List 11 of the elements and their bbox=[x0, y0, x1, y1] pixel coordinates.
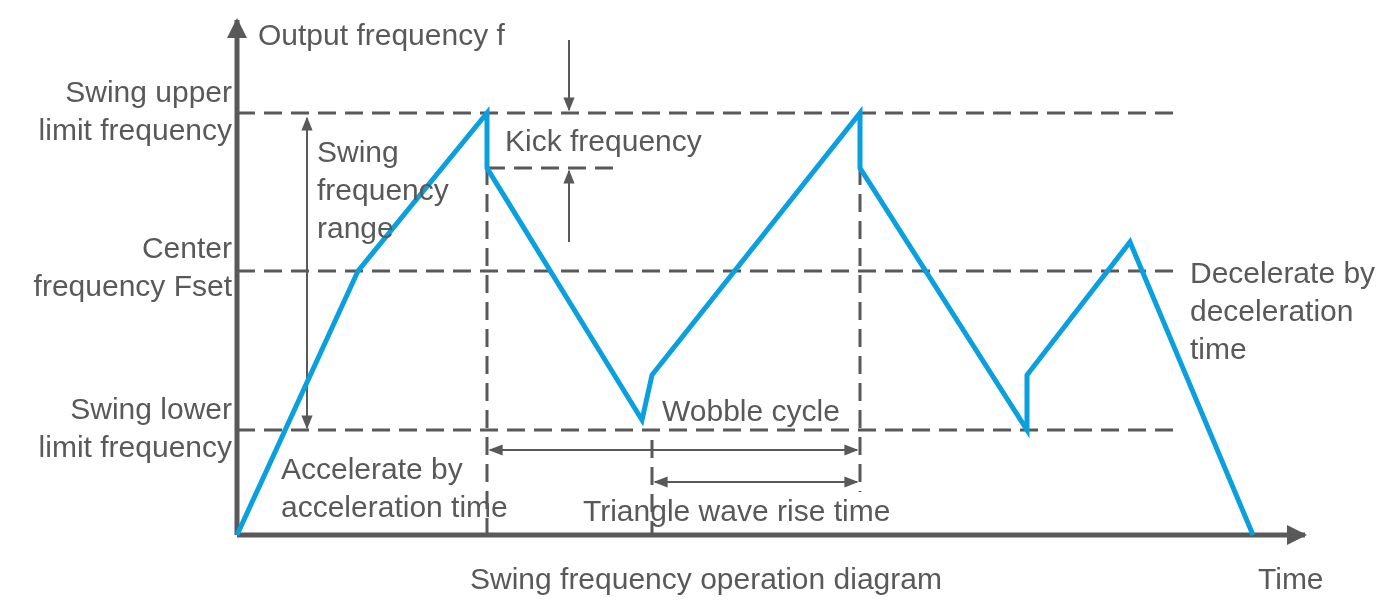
level-label: Swing upper limit frequency bbox=[37, 74, 232, 148]
axis-label: Time bbox=[1258, 561, 1325, 597]
dimension-label: Wobble cycle bbox=[662, 393, 841, 429]
level-label: Swing lower limit frequency bbox=[37, 391, 232, 465]
caption: Swing frequency operation diagram bbox=[470, 561, 943, 597]
dimension-label: Triangle wave rise time bbox=[583, 493, 892, 529]
annotation-text: Kick frequency bbox=[505, 123, 703, 159]
annotation-text: Accelerate by acceleration time bbox=[281, 451, 509, 525]
axis-label: Output frequency f bbox=[258, 17, 506, 53]
annotation-text: Decelerate by deceleration time bbox=[1190, 255, 1377, 367]
level-label: Center frequency Fset bbox=[32, 230, 232, 304]
